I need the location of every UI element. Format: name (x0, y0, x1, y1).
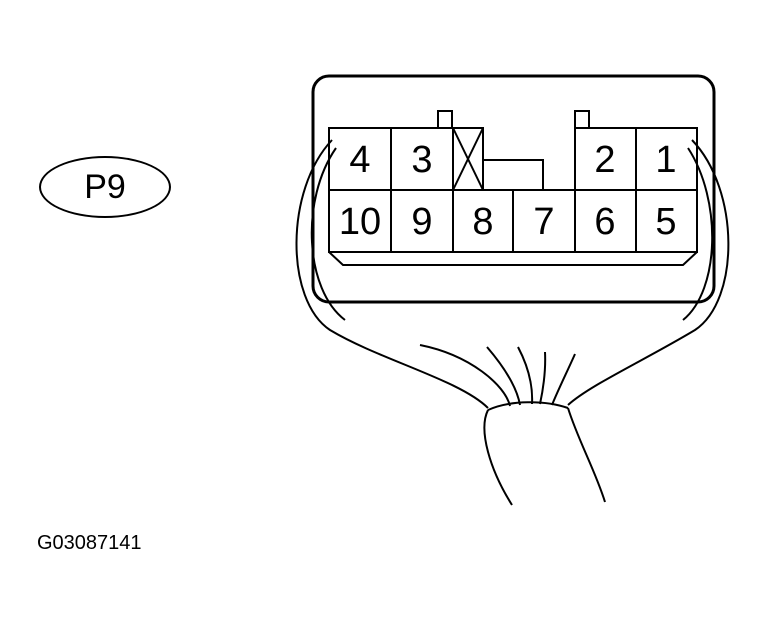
pin-label-7: 7 (533, 201, 554, 243)
pin-label-5: 5 (655, 201, 676, 243)
pin-label-10: 10 (339, 201, 381, 243)
connector-id-oval: P9 (39, 156, 171, 218)
pin-label-6: 6 (594, 201, 615, 243)
pin-label-8: 8 (472, 201, 493, 243)
pin-label-9: 9 (411, 201, 432, 243)
polarization-key (483, 159, 544, 190)
connector-housing (311, 74, 716, 304)
pin-label-1: 1 (655, 139, 676, 181)
pin-label-3: 3 (411, 139, 432, 181)
lock-tab-right (574, 110, 590, 129)
pin-label-4: 4 (349, 139, 370, 181)
wire-harness (295, 139, 730, 506)
lock-tab-left (437, 110, 453, 129)
connector-id-text: P9 (84, 167, 126, 206)
pin-label-2: 2 (594, 139, 615, 181)
connector-base-ledge (328, 251, 698, 266)
figure-code: G03087141 (37, 532, 142, 554)
